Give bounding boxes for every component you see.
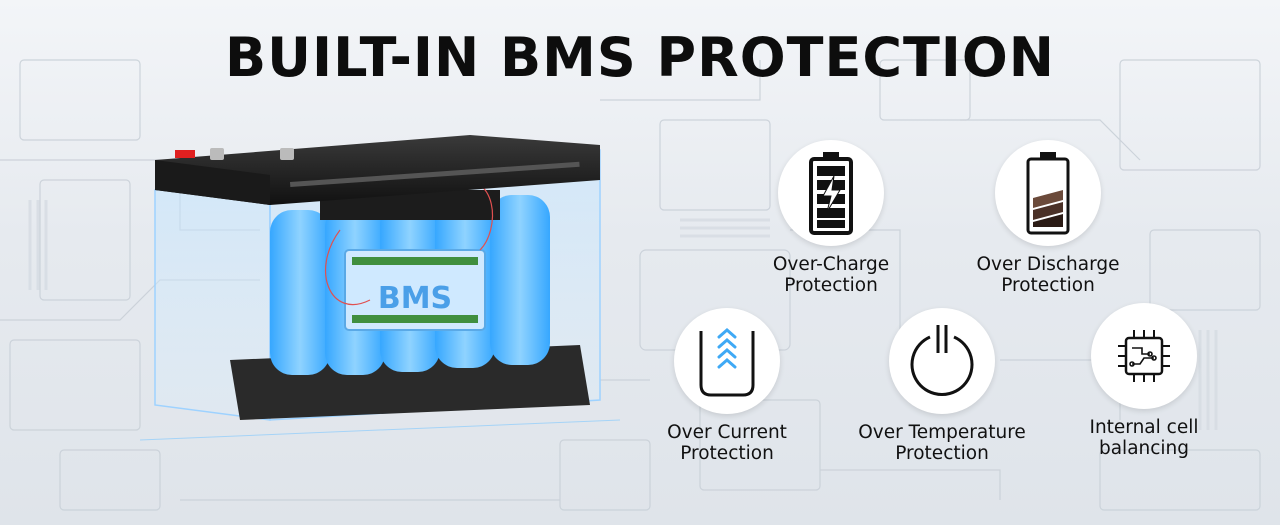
power-icon: [910, 325, 974, 396]
feature-circle: [995, 140, 1101, 246]
feature-label-line1: Over Temperature: [858, 422, 1026, 443]
feature-circle: [674, 308, 780, 414]
feature-label-line1: Over Discharge: [976, 254, 1120, 275]
current-arrows-icon: [699, 328, 755, 397]
feature-over-charge: Over-Charge Protection: [721, 140, 941, 296]
page-title: BUILT-IN BMS PROTECTION: [225, 26, 1055, 89]
feature-label-line1: Over Current: [667, 422, 787, 443]
feature-circle: [778, 140, 884, 246]
feature-over-temperature: Over Temperature Protection: [832, 308, 1052, 464]
chip-icon: [1118, 330, 1170, 382]
battery-illustration: BMS: [140, 135, 620, 441]
feature-label-line2: Protection: [784, 275, 878, 296]
feature-cell-balancing: Internal cell balancing: [1034, 303, 1254, 459]
feature-circle: [889, 308, 995, 414]
feature-over-current: Over Current Protection: [617, 308, 837, 464]
feature-label-line2: balancing: [1098, 438, 1190, 459]
feature-circle: [1091, 303, 1197, 409]
bms-board: BMS: [344, 249, 486, 331]
feature-label-line2: Protection: [680, 443, 774, 464]
feature-label-line2: Protection: [895, 443, 989, 464]
feature-over-discharge: Over Discharge Protection: [938, 140, 1158, 296]
battery-low-icon: [1026, 152, 1070, 235]
bms-label: BMS: [378, 281, 452, 316]
feature-label-line2: Protection: [1001, 275, 1095, 296]
feature-label-line1: Over-Charge: [772, 254, 890, 275]
battery-charging-icon: [809, 152, 853, 235]
feature-label-line1: Internal cell: [1089, 417, 1199, 438]
